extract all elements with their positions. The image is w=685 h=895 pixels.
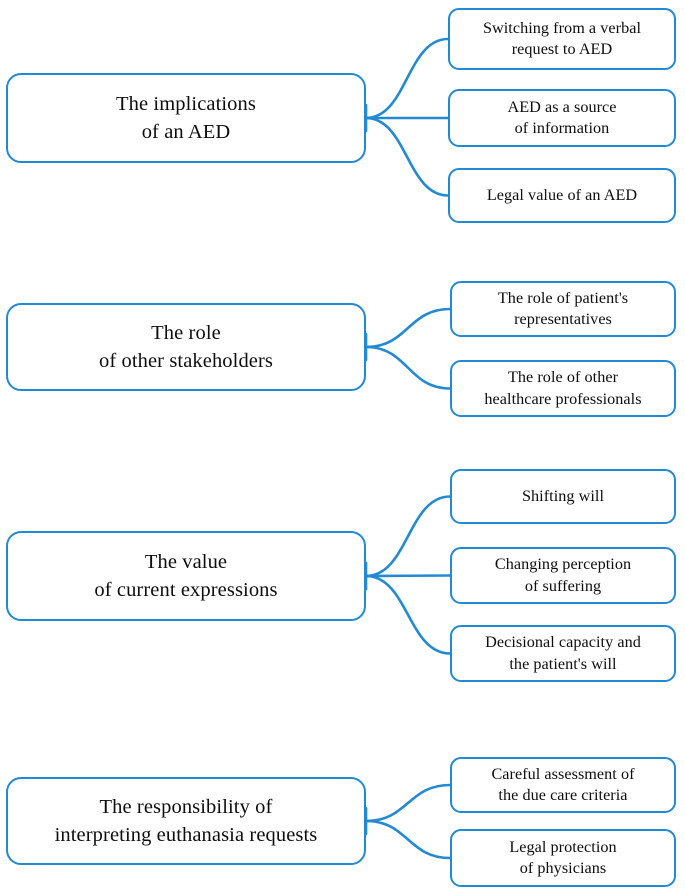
- child-node-shifting-will-label: Shifting will: [521, 486, 605, 505]
- main-node-value-of-current-expressions-label: The value of current expressions: [94, 551, 278, 601]
- child-node-changing-perception-of-suffering-label: Changing perception of suffering: [494, 555, 632, 595]
- connector-role-of-other-stakeholders-to-role-of-other-healthcare-professionals: [364, 345, 452, 390]
- connector-value-of-current-expressions-to-decisional-capacity-and-patients-will: [364, 574, 452, 655]
- main-node-responsibility-of-interpreting-requests-label: The responsibility of interpreting eutha…: [54, 796, 318, 846]
- child-node-legal-value-of-an-aed[interactable]: Legal value of an AED: [448, 168, 676, 223]
- main-node-implications-of-aed-label: The implications of an AED: [116, 93, 256, 143]
- connector-implications-of-aed-to-switching-from-verbal-request: [364, 37, 450, 120]
- main-node-role-of-other-stakeholders-label: The role of other stakeholders: [98, 322, 274, 372]
- child-node-role-of-patients-representatives[interactable]: The role of patient's representatives: [450, 281, 676, 337]
- child-node-aed-as-source-of-information-label: AED as a source of information: [507, 97, 617, 138]
- connector-responsibility-of-interpreting-requests-to-careful-assessment-of-due-care-criteria: [364, 783, 452, 823]
- child-node-aed-as-source-of-information[interactable]: AED as a source of information: [448, 89, 676, 147]
- connector-responsibility-of-interpreting-requests-to-legal-protection-of-physicians: [364, 819, 452, 860]
- connector-value-of-current-expressions-to-changing-perception-of-suffering: [364, 574, 452, 578]
- child-node-careful-assessment-of-due-care-criteria[interactable]: Careful assessment of the due care crite…: [450, 757, 676, 813]
- child-node-legal-protection-of-physicians-label: Legal protection of physicians: [509, 837, 617, 878]
- main-node-responsibility-of-interpreting-requests[interactable]: The responsibility of interpreting eutha…: [6, 777, 366, 865]
- child-node-role-of-other-healthcare-professionals-label: The role of other healthcare professiona…: [484, 368, 642, 408]
- connector-implications-of-aed-to-legal-value-of-an-aed: [364, 116, 450, 197]
- child-node-shifting-will[interactable]: Shifting will: [450, 469, 676, 524]
- connector-value-of-current-expressions-to-shifting-will: [364, 495, 452, 578]
- child-node-switching-from-verbal-request[interactable]: Switching from a verbal request to AED: [448, 8, 676, 70]
- child-node-legal-protection-of-physicians[interactable]: Legal protection of physicians: [450, 829, 676, 887]
- main-node-role-of-other-stakeholders[interactable]: The role of other stakeholders: [6, 303, 366, 391]
- main-node-value-of-current-expressions[interactable]: The value of current expressions: [6, 531, 366, 621]
- connector-role-of-other-stakeholders-to-role-of-patients-representatives: [364, 307, 452, 349]
- main-node-implications-of-aed[interactable]: The implications of an AED: [6, 73, 366, 163]
- child-node-role-of-patients-representatives-label: The role of patient's representatives: [497, 288, 629, 329]
- child-node-switching-from-verbal-request-label: Switching from a verbal request to AED: [482, 18, 642, 59]
- child-node-decisional-capacity-and-patients-will-label: Decisional capacity and the patient's wi…: [485, 633, 641, 673]
- child-node-changing-perception-of-suffering[interactable]: Changing perception of suffering: [450, 547, 676, 604]
- child-node-careful-assessment-of-due-care-criteria-label: Careful assessment of the due care crite…: [491, 764, 635, 805]
- child-node-decisional-capacity-and-patients-will[interactable]: Decisional capacity and the patient's wi…: [450, 625, 676, 682]
- child-node-legal-value-of-an-aed-label: Legal value of an AED: [486, 185, 638, 204]
- child-node-role-of-other-healthcare-professionals[interactable]: The role of other healthcare professiona…: [450, 360, 676, 417]
